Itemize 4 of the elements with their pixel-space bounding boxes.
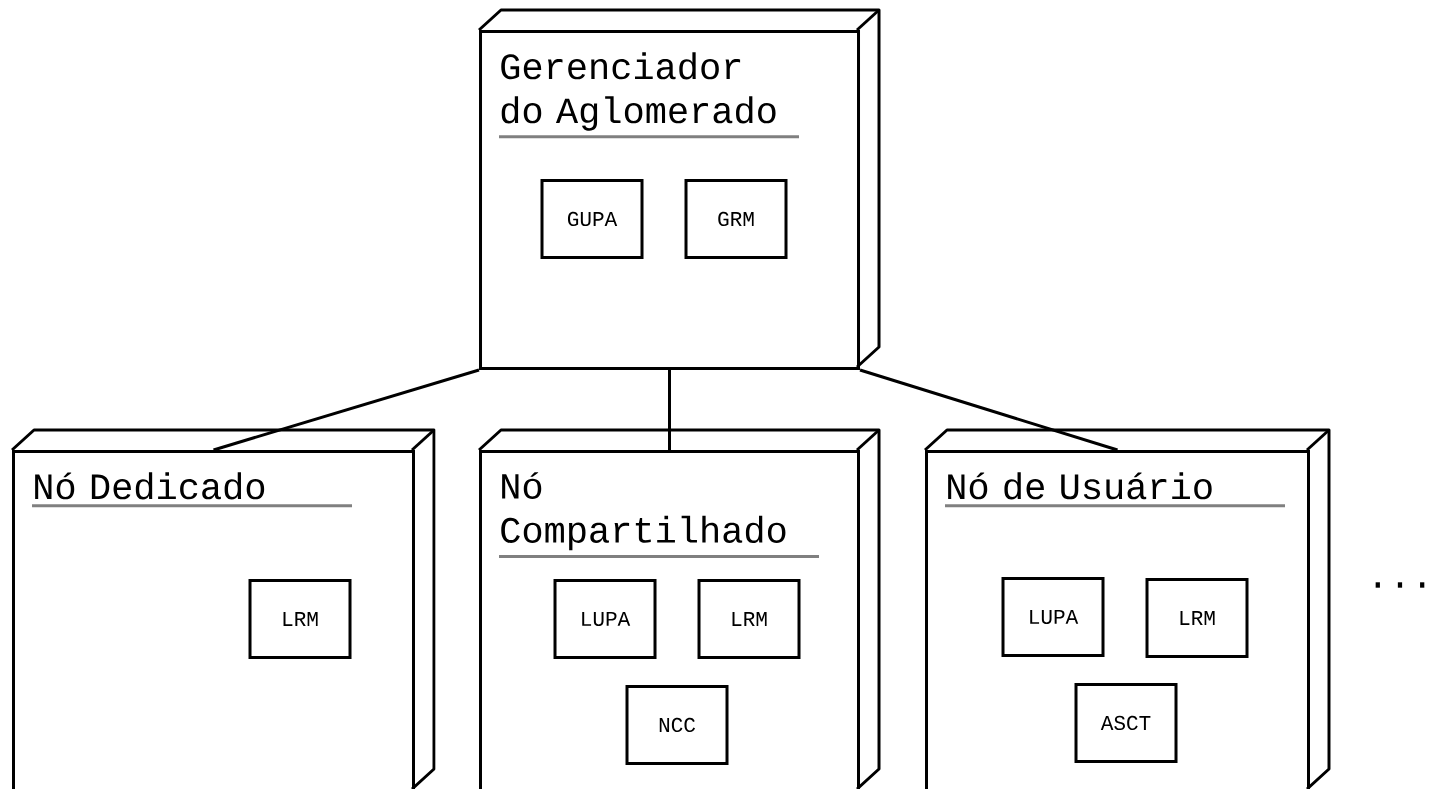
connector-line — [859, 368, 1118, 452]
connector-line — [213, 368, 480, 452]
ellipsis-text: ... — [1375, 582, 1425, 588]
connector-line — [668, 370, 671, 450]
